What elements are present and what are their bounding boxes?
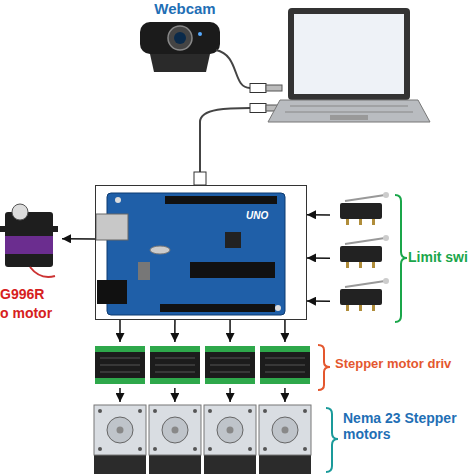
arrow-connector xyxy=(174,388,176,402)
laptop-illustration xyxy=(268,8,430,122)
node-label: Nema 23 Stepper motors xyxy=(343,410,468,442)
arrow-connector xyxy=(174,320,176,342)
node-label: G996R xyxy=(0,286,44,302)
controller-box: UNO xyxy=(95,185,307,320)
arrow-connector xyxy=(119,388,121,402)
node-label: Limit swi xyxy=(408,249,468,265)
webcam-illustration xyxy=(140,22,220,72)
node-label: Stepper motor driv xyxy=(335,357,451,372)
motor-group: Nema 23 Stepper motors xyxy=(85,402,474,474)
group-bracket xyxy=(318,345,330,390)
stepper-driver-illustration xyxy=(95,346,310,384)
limit-switch-illustration xyxy=(340,192,389,311)
node-label: UNO xyxy=(246,210,268,222)
usb-cables xyxy=(200,50,250,172)
group-bracket xyxy=(326,408,338,472)
servo-node: G996R o motor xyxy=(0,200,62,325)
arrow-connector xyxy=(229,320,231,342)
webcam-node: Webcam xyxy=(130,0,240,80)
arrow-connector xyxy=(307,214,330,216)
arrow-connector xyxy=(229,388,231,402)
arrow-connector xyxy=(62,238,95,240)
group-bracket xyxy=(395,195,407,322)
driver-group: Stepper motor driv xyxy=(85,342,474,388)
arrow-connector xyxy=(307,300,330,302)
arrow-connector xyxy=(307,257,330,259)
node-label: Webcam xyxy=(130,0,240,17)
arrow-connector xyxy=(119,320,121,342)
limit-switch-group: Limit swi xyxy=(330,192,474,327)
cable-connector xyxy=(194,172,206,185)
arrow-connector xyxy=(284,388,286,402)
servo-illustration xyxy=(0,204,58,277)
node-label: o motor xyxy=(0,305,52,321)
arrow-connector xyxy=(284,320,286,342)
arduino-board xyxy=(96,193,285,315)
stepper-motor-illustration xyxy=(94,405,311,474)
